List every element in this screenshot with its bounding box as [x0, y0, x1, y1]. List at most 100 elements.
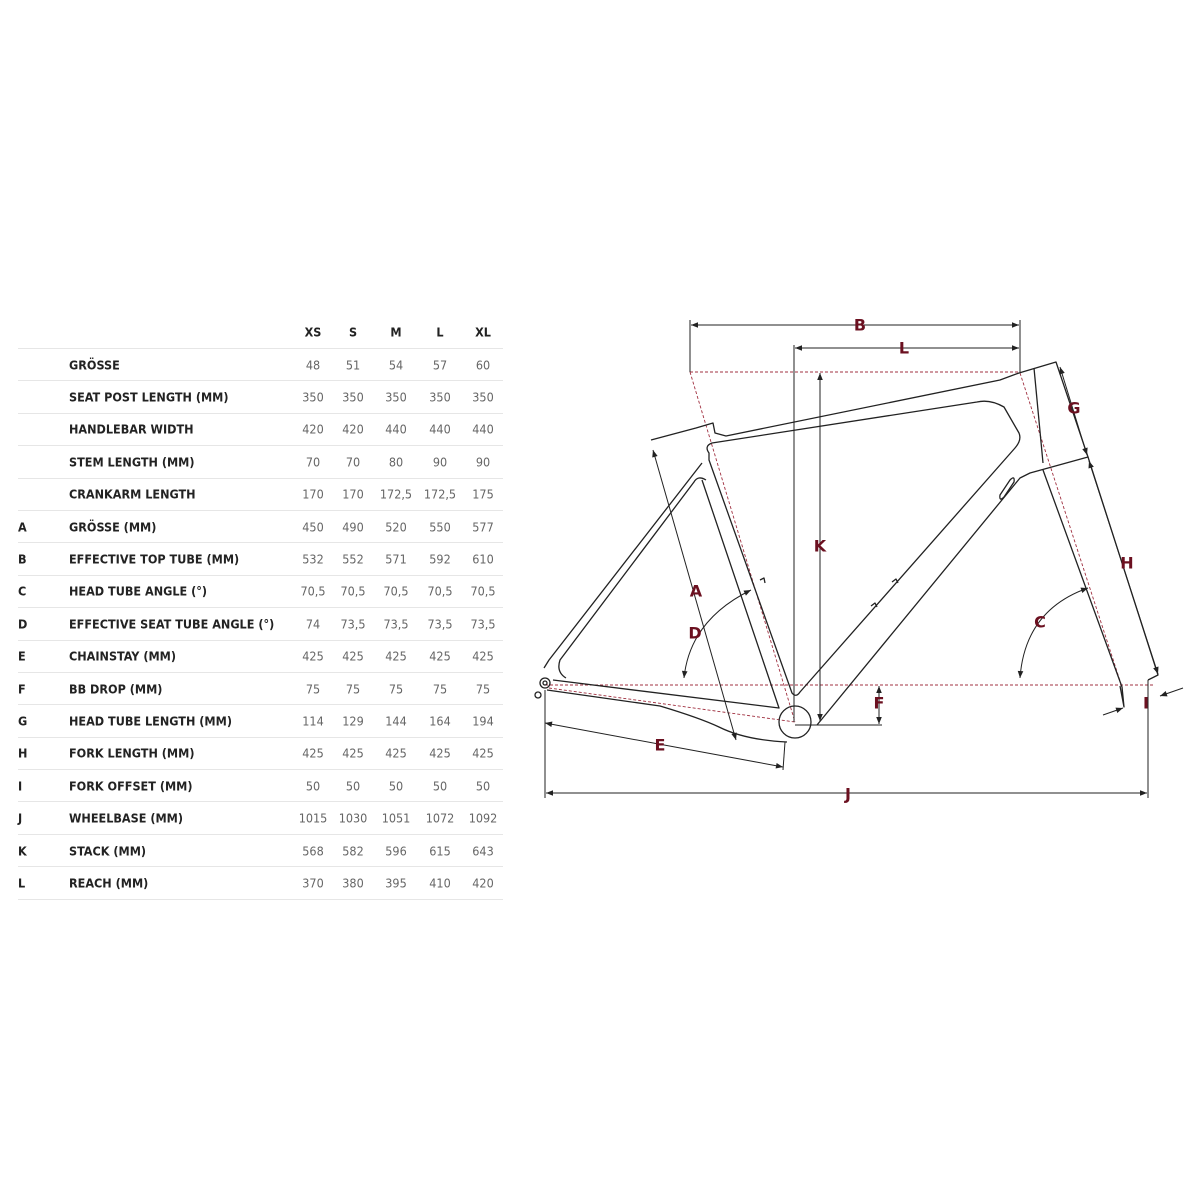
row-value: 420: [472, 875, 494, 891]
row-value: 175: [472, 486, 494, 502]
dimension-d-arc: [681, 589, 752, 679]
front-triangle-inner: [706, 400, 1021, 696]
row-value: 350: [342, 389, 364, 405]
row-value: 164: [429, 713, 451, 729]
row-value: 74: [305, 616, 321, 632]
row-value: 194: [472, 713, 494, 729]
row-value: 532: [302, 551, 324, 567]
label-e: E: [655, 736, 666, 755]
row-label: STACK (MM): [69, 843, 147, 859]
label-c: C: [1034, 613, 1046, 632]
row-value: 350: [385, 389, 407, 405]
row-value: 440: [472, 421, 494, 437]
row-label: EFFECTIVE TOP TUBE (MM): [69, 551, 240, 567]
row-value: 1092: [468, 810, 498, 826]
row-value: 70,5: [340, 583, 366, 599]
dimension-labels: B L K G H A D C F E I J: [655, 316, 1149, 804]
row-value: 425: [385, 745, 407, 761]
extension-line: [782, 741, 786, 771]
row-value: 172,5: [423, 486, 457, 502]
row-letter: H: [18, 745, 28, 761]
label-l: L: [899, 339, 909, 358]
row-value: 172,5: [379, 486, 413, 502]
size-header-m: M: [390, 324, 402, 340]
row-letter: D: [18, 616, 28, 632]
row-value: 577: [472, 519, 494, 535]
row-value: 425: [429, 745, 451, 761]
seat-stay-inner: [558, 477, 707, 679]
row-label: GRÖSSE: [69, 357, 120, 373]
head-tube-line: [1033, 367, 1044, 464]
row-value: 73,5: [340, 616, 366, 632]
row-value: 50: [388, 778, 404, 794]
row-value: 75: [388, 681, 404, 697]
label-h: H: [1120, 554, 1133, 573]
row-value: 57: [432, 357, 448, 373]
row-label: EFFECTIVE SEAT TUBE ANGLE (°): [69, 616, 275, 632]
head-tube-axis: [1019, 372, 1123, 688]
rear-dropout: [539, 677, 551, 689]
dimension-i-arrow-left: [1102, 707, 1124, 716]
row-value: 350: [302, 389, 324, 405]
row-label: HEAD TUBE LENGTH (MM): [69, 713, 232, 729]
row-letter: A: [18, 519, 27, 535]
row-value: 50: [475, 778, 491, 794]
row-value: 73,5: [427, 616, 453, 632]
label-i: I: [1143, 694, 1149, 713]
row-value: 80: [388, 454, 404, 470]
row-value: 50: [432, 778, 448, 794]
size-header-l: L: [436, 324, 444, 340]
row-letter: E: [18, 648, 26, 664]
row-label: STEM LENGTH (MM): [69, 454, 195, 470]
row-value: 54: [388, 357, 404, 373]
row-value: 610: [472, 551, 494, 567]
row-label: HEAD TUBE ANGLE (°): [69, 583, 208, 599]
row-letter: B: [18, 551, 27, 567]
dimension-c-arc: [1017, 587, 1089, 679]
row-value: 114: [302, 713, 324, 729]
row-value: 75: [345, 681, 361, 697]
row-letter: L: [18, 875, 26, 891]
row-label: SEAT POST LENGTH (MM): [69, 389, 229, 405]
row-value: 592: [429, 551, 451, 567]
row-value: 73,5: [470, 616, 496, 632]
fork-left: [1042, 469, 1125, 708]
row-value: 70: [345, 454, 361, 470]
row-value: 425: [302, 745, 324, 761]
row-value: 420: [302, 421, 324, 437]
table-row: D EFFECTIVE SEAT TUBE ANGLE (°) 74 73,5 73,…: [18, 607, 503, 639]
row-value: 75: [432, 681, 448, 697]
row-letter: G: [18, 713, 28, 729]
label-f: F: [874, 694, 885, 713]
row-letter: F: [18, 681, 26, 697]
dimension-g-arrow: [1059, 366, 1088, 456]
row-value: 70,5: [300, 583, 326, 599]
row-value: 425: [342, 745, 364, 761]
bottle-boss: [891, 578, 899, 584]
seat-tube-rear-chainstay: [552, 479, 780, 709]
row-value: 643: [472, 843, 494, 859]
row-value: 70,5: [383, 583, 409, 599]
label-b: B: [854, 316, 866, 335]
dimension-i-arrow-right: [1159, 687, 1184, 697]
row-value: 70: [305, 454, 321, 470]
row-value: 425: [429, 648, 451, 664]
size-header-xl: XL: [475, 324, 491, 340]
frame-top-outline: [650, 361, 1089, 726]
derailleur-hanger: [534, 691, 542, 699]
seat-tube-axis: [689, 371, 796, 723]
dimension-lines: [544, 320, 1184, 798]
row-label: GRÖSSE (MM): [69, 519, 157, 535]
row-label: CHAINSTAY (MM): [69, 648, 176, 664]
row-value: 520: [385, 519, 407, 535]
